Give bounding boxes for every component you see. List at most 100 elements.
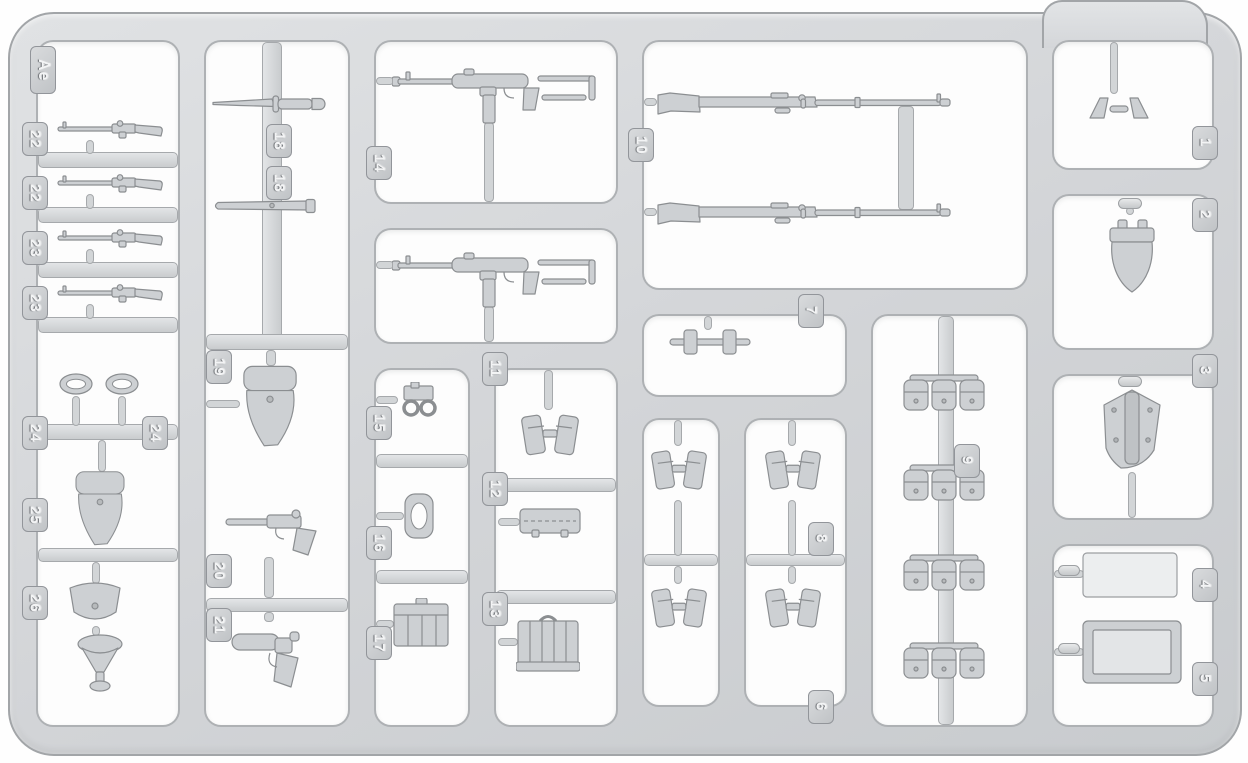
cartridge-pouch-triple-icon xyxy=(902,554,986,592)
sprue-runner xyxy=(644,554,718,566)
part-tag-3: 3 xyxy=(1192,354,1218,388)
sprue-tab xyxy=(1042,0,1208,48)
sprue-gate xyxy=(98,440,106,472)
small-rifle-icon xyxy=(56,280,166,306)
sprue-gate xyxy=(86,249,94,264)
blank-panel-icon xyxy=(1082,552,1178,598)
part-tag-7: 7 xyxy=(798,294,824,328)
ammo-pouch-pair-icon xyxy=(650,444,708,500)
part-tag-16: 16 xyxy=(366,526,392,560)
oval-ring-icon xyxy=(58,372,94,396)
bayonet-icon xyxy=(210,94,342,114)
sprue-opening xyxy=(644,42,1026,288)
sprue-runner xyxy=(38,262,178,278)
part-tag-19: 19 xyxy=(206,350,232,384)
sprue-gate xyxy=(1128,472,1136,518)
sprue-runner xyxy=(496,590,616,604)
ammo-pouch-pair-icon xyxy=(520,408,580,466)
sprue-runner xyxy=(38,317,178,333)
part-tag-13: 13 xyxy=(482,592,508,626)
holster-flap-icon xyxy=(66,582,124,626)
part-tag-24: 24 xyxy=(22,416,48,450)
buckle-icon xyxy=(402,492,436,540)
sprue-gate xyxy=(674,420,682,446)
kar98k-rifle-icon xyxy=(655,196,955,234)
ammo-crate-icon xyxy=(516,614,580,672)
part-tag-11: 11 xyxy=(482,352,508,386)
sprue-gate xyxy=(376,396,398,404)
pistol-holster-icon xyxy=(72,470,128,550)
part-tag-17: 17 xyxy=(366,626,392,660)
sprue-connector xyxy=(1058,643,1080,654)
cartridge-pouch-triple-icon xyxy=(902,374,986,412)
ammo-pouch-pair-icon xyxy=(764,444,822,500)
sprue-gate xyxy=(118,396,126,426)
part-tag-15: 15 xyxy=(366,406,392,440)
sprue-gate xyxy=(92,562,100,584)
mp40-smg-icon xyxy=(392,50,602,128)
gas-cape-pouch-icon xyxy=(518,506,582,538)
flare-pistol-icon xyxy=(230,620,315,690)
part-tag-6: 6 xyxy=(808,690,834,724)
sprue-gate xyxy=(206,400,240,408)
ammo-pouch-pair-icon xyxy=(764,582,822,638)
sprue-runner xyxy=(496,478,616,492)
sprue-gate xyxy=(674,500,682,556)
sprue-gate xyxy=(498,518,520,526)
part-tag-4: 4 xyxy=(1192,568,1218,602)
ammo-box-icon xyxy=(392,598,450,650)
case-lid-icon xyxy=(1082,620,1182,684)
mp40-smg-icon xyxy=(392,234,602,312)
sprue-runner xyxy=(38,152,178,168)
sprue-runner xyxy=(206,598,348,612)
sprue-gate xyxy=(788,500,796,556)
part-tag-12: 12 xyxy=(482,472,508,506)
part-tag-1: 1 xyxy=(1192,126,1218,160)
sprue-gate xyxy=(1110,42,1118,94)
sprue-gate xyxy=(788,566,796,584)
mounting-bracket-icon xyxy=(668,328,752,356)
pistol-holster-icon xyxy=(240,364,300,452)
entrenching-tool-icon xyxy=(1100,212,1164,307)
part-tag-23: 23 xyxy=(22,286,48,320)
ammo-pouch-pair-icon xyxy=(650,582,708,638)
sprue-runner xyxy=(746,554,845,566)
clamp-pair-icon xyxy=(1086,92,1152,128)
luger-pistol-icon xyxy=(224,502,324,557)
sprue-runner xyxy=(376,454,468,468)
oval-ring-icon xyxy=(104,372,140,396)
part-tag-23: 23 xyxy=(22,231,48,265)
part-tag-25: 25 xyxy=(22,498,48,532)
part-tag-21: 21 xyxy=(206,608,232,642)
part-tag-10: 10 xyxy=(628,128,654,162)
part-tag-18: 18 xyxy=(266,166,292,200)
part-tag-5: 5 xyxy=(1192,662,1218,696)
sprue-gate xyxy=(544,370,553,410)
sprue-gate xyxy=(498,638,518,646)
sprue-gate xyxy=(266,350,276,366)
sprue-opening xyxy=(644,316,845,395)
sprue-gate xyxy=(86,194,94,209)
part-tag-26: 26 xyxy=(22,586,48,620)
part-tag-18: 18 xyxy=(266,124,292,158)
sprue-gate xyxy=(644,208,657,216)
sprue-gate xyxy=(86,304,94,319)
sprue-opening xyxy=(376,230,616,342)
sprue-opening xyxy=(376,42,616,202)
part-tag-20: 20 xyxy=(206,554,232,588)
sprue-runner xyxy=(938,316,954,725)
kar98k-rifle-icon xyxy=(655,86,955,124)
part-tag-9: 9 xyxy=(954,444,980,478)
sprue-runner xyxy=(38,548,178,562)
sprue-runner xyxy=(206,334,348,350)
sprue-gate xyxy=(86,140,94,154)
sprue-gate xyxy=(644,98,657,106)
sprue-connector xyxy=(1118,376,1142,387)
part-tag-24: 24 xyxy=(142,416,168,450)
sprue-gate xyxy=(704,316,712,330)
equipment-cart-icon xyxy=(396,382,442,418)
sprue-gate xyxy=(674,566,682,584)
sprue-runner xyxy=(38,207,178,223)
small-rifle-icon xyxy=(56,225,166,251)
